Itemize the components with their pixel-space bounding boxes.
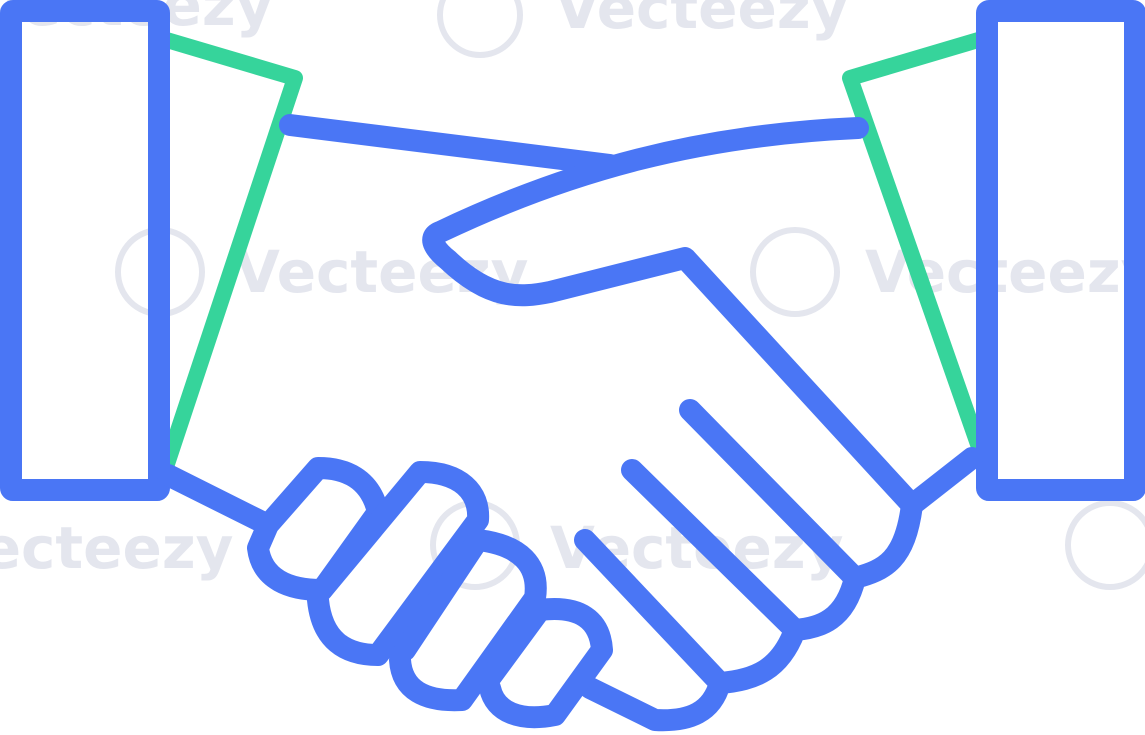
left-hand-top-edge: [279, 114, 621, 176]
right-cuff: [842, 30, 993, 458]
cuffs: [152, 30, 993, 478]
watermark-text: Vecteezy: [0, 514, 233, 582]
hands: [157, 114, 983, 732]
right-finger-line: [679, 399, 866, 589]
left-cuff: [152, 30, 303, 478]
watermark-logo-icon: [750, 227, 840, 317]
watermark-logo-icon: [1065, 500, 1145, 590]
left-knuckle-2: [307, 461, 490, 666]
left-knuckle-3: [389, 529, 547, 712]
left-sleeve: [0, 0, 170, 501]
sleeves: [0, 0, 1145, 501]
right-finger-line: [574, 529, 731, 694]
watermark-text: Vecteezy: [555, 0, 848, 42]
right-finger-line: [621, 459, 806, 641]
watermark-logo-icon: [437, 0, 523, 58]
left-hand-wrist-edge: [157, 464, 279, 536]
right-hand-thumb: [422, 117, 983, 516]
left-knuckle-4: [479, 598, 613, 729]
right-sleeve: [976, 0, 1145, 501]
